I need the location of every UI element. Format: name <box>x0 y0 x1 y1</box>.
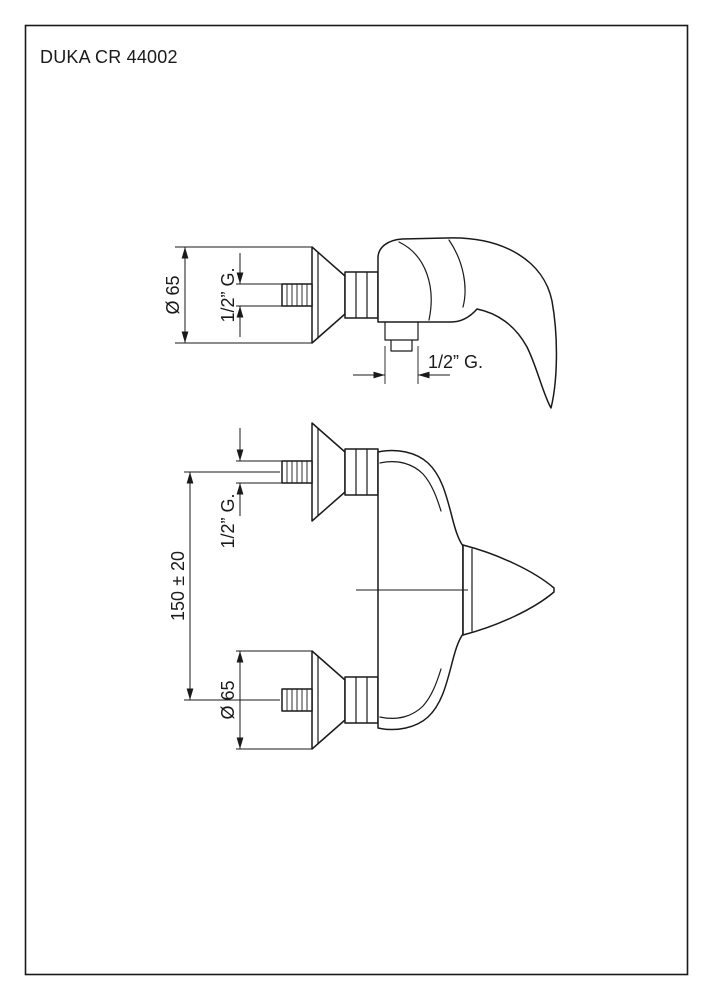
valve-body-and-lever <box>377 237 558 409</box>
body-contour-line-upper <box>379 461 442 512</box>
dim-label-inlet-spacing: 150 ± 20 <box>168 551 188 621</box>
outlet-stub <box>384 321 419 352</box>
front-view-dimension-arrows <box>186 449 244 749</box>
dim-label-escutcheon-diameter: Ø 65 <box>218 680 238 719</box>
escutcheon-cone-lower <box>311 650 346 750</box>
front-view-dimension-lines <box>189 428 241 749</box>
arrowhead-icon <box>418 371 430 379</box>
arrowhead-icon <box>236 651 244 663</box>
arrowhead-icon <box>236 449 244 461</box>
page-border-frame <box>24 24 689 976</box>
dim-label-inlet-thread: 1/2” G. <box>218 493 238 548</box>
arrowhead-icon <box>186 688 194 700</box>
arrowhead-icon <box>186 472 194 484</box>
thread-hatching <box>286 284 308 306</box>
spout-cone <box>462 544 555 636</box>
hex-nut-upper <box>344 448 379 496</box>
arrowhead-icon <box>236 272 244 284</box>
arrowhead-icon <box>236 306 244 318</box>
arrowhead-icon <box>236 737 244 749</box>
side-view-dimension-arrows <box>181 247 430 379</box>
side-view-faucet <box>281 237 558 409</box>
thread-hatching <box>286 689 308 711</box>
side-view-extension-lines <box>175 246 419 384</box>
escutcheon-cone-upper <box>311 422 346 522</box>
hex-nut <box>344 271 379 319</box>
front-view-faucet <box>281 422 555 750</box>
side-view-dimension-lines <box>184 247 450 376</box>
dim-label-escutcheon-diameter: Ø 65 <box>163 275 183 314</box>
hex-nut-facet-lines <box>355 271 368 319</box>
arrowhead-icon <box>181 331 189 343</box>
arrowhead-icon <box>373 371 385 379</box>
dim-label-outlet-thread: 1/2” G. <box>428 352 483 372</box>
escutcheon-cone <box>311 246 346 344</box>
side-view: Ø 65 1/2” G. 1/2” G. <box>163 237 558 409</box>
arrowhead-icon <box>236 483 244 495</box>
lever-joint-line <box>448 239 466 308</box>
drawing-title: DUKA CR 44002 <box>40 47 178 67</box>
hex-nut-facet-lines <box>355 676 368 724</box>
hex-nut-lower <box>344 676 379 724</box>
dim-label-inlet-thread: 1/2” G. <box>218 267 238 322</box>
hex-nut-facet-lines <box>355 448 368 496</box>
arrowhead-icon <box>181 247 189 259</box>
thread-hatching <box>286 461 308 483</box>
body-dome-line <box>398 241 432 321</box>
body-contour-line-lower <box>379 668 442 719</box>
front-view-extension-lines <box>184 460 312 750</box>
front-view: 1/2” G. 150 ± 20 Ø 65 <box>168 422 555 750</box>
